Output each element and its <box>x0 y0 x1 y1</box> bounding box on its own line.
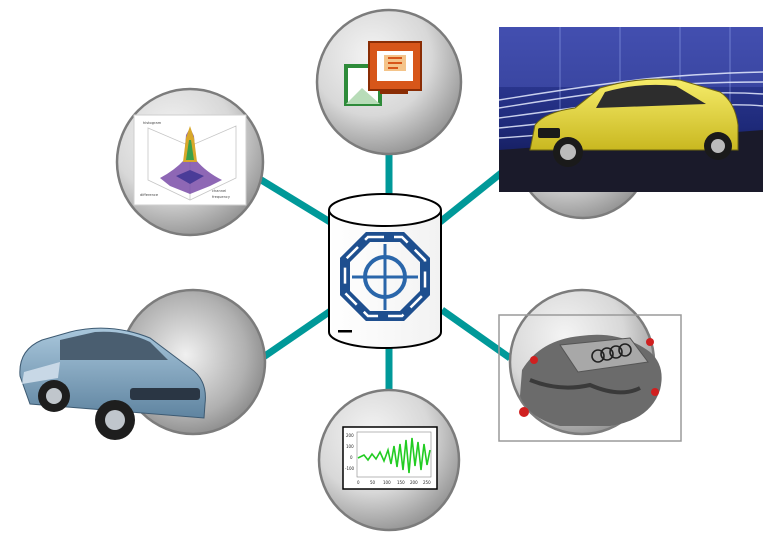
svg-text:0: 0 <box>357 480 360 485</box>
svg-text:channel: channel <box>212 189 226 193</box>
svg-text:difference: difference <box>140 193 159 197</box>
node-bottom[interactable]: 200 100 0 -100 0 50 100 150 200 250 <box>317 388 461 532</box>
svg-text:200: 200 <box>410 480 418 485</box>
signal-line-plot-icon: 200 100 0 -100 0 50 100 150 200 250 <box>342 426 438 490</box>
node-top[interactable] <box>315 8 463 156</box>
svg-text:100: 100 <box>346 444 354 449</box>
3d-histogram-plot-icon: histogram difference channel frequency <box>133 114 247 206</box>
svg-text:frequency: frequency <box>212 195 231 199</box>
svg-text:0: 0 <box>350 455 353 460</box>
svg-text:250: 250 <box>423 480 431 485</box>
yellow-car-wind-tunnel-photo <box>498 27 763 192</box>
histogram-labels: histogram difference channel frequency <box>140 121 231 199</box>
octagon-crosshair-logo-icon <box>340 232 430 321</box>
presentation-slides-icon <box>344 41 422 106</box>
svg-text:-100: -100 <box>345 466 355 471</box>
node-top-left[interactable]: histogram difference channel frequency <box>115 87 265 237</box>
svg-text:200: 200 <box>346 433 354 438</box>
svg-text:histogram: histogram <box>143 121 162 125</box>
connector-bottom-right <box>439 307 513 361</box>
v8-engine-photo <box>498 314 682 442</box>
blue-suv-photo <box>19 327 206 440</box>
svg-text:100: 100 <box>383 480 391 485</box>
svg-text:50: 50 <box>370 480 376 485</box>
signal-line <box>357 437 431 474</box>
svg-text:150: 150 <box>397 480 405 485</box>
connector-top-right <box>437 167 508 225</box>
connector-top-left <box>256 175 337 228</box>
hub-database[interactable] <box>328 193 442 349</box>
connector-bottom-left <box>260 307 334 361</box>
